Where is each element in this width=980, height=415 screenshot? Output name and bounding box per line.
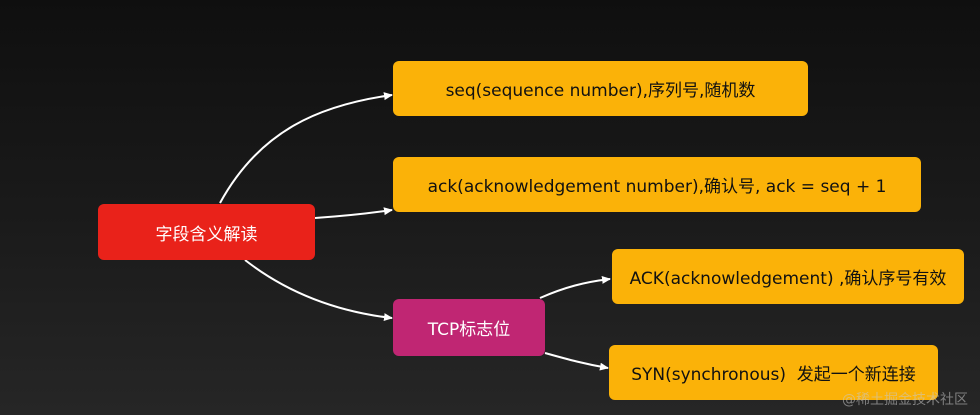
edge-root-to-seq xyxy=(219,92,393,204)
edge-root-to-ack xyxy=(314,207,393,219)
node-ack-flag-label: ACK(acknowledgement) ,确认序号有效 xyxy=(629,269,947,289)
node-tcp-flags-label: TCP标志位 xyxy=(427,320,511,340)
edge-tcp-flags-to-syn-flag xyxy=(544,352,609,371)
node-ack-flag: ACK(acknowledgement) ,确认序号有效 xyxy=(612,249,964,304)
node-root: 字段含义解读 xyxy=(98,204,315,260)
node-seq: seq(sequence number),序列号,随机数 xyxy=(393,61,808,116)
edge-tcp-flags-to-ack-flag xyxy=(539,275,611,299)
node-tcp-flags: TCP标志位 xyxy=(393,299,545,356)
node-seq-label: seq(sequence number),序列号,随机数 xyxy=(445,81,756,101)
node-ack: ack(acknowledgement number),确认号, ack = s… xyxy=(393,157,921,212)
edge-root-to-tcp-flags xyxy=(244,259,393,322)
node-root-label: 字段含义解读 xyxy=(155,224,258,245)
node-syn-flag-label: SYN(synchronous) 发起一个新连接 xyxy=(631,365,916,385)
node-ack-label: ack(acknowledgement number),确认号, ack = s… xyxy=(427,177,887,197)
node-syn-flag: SYN(synchronous) 发起一个新连接 xyxy=(609,345,938,400)
watermark: @稀土掘金技术社区 xyxy=(842,392,968,408)
